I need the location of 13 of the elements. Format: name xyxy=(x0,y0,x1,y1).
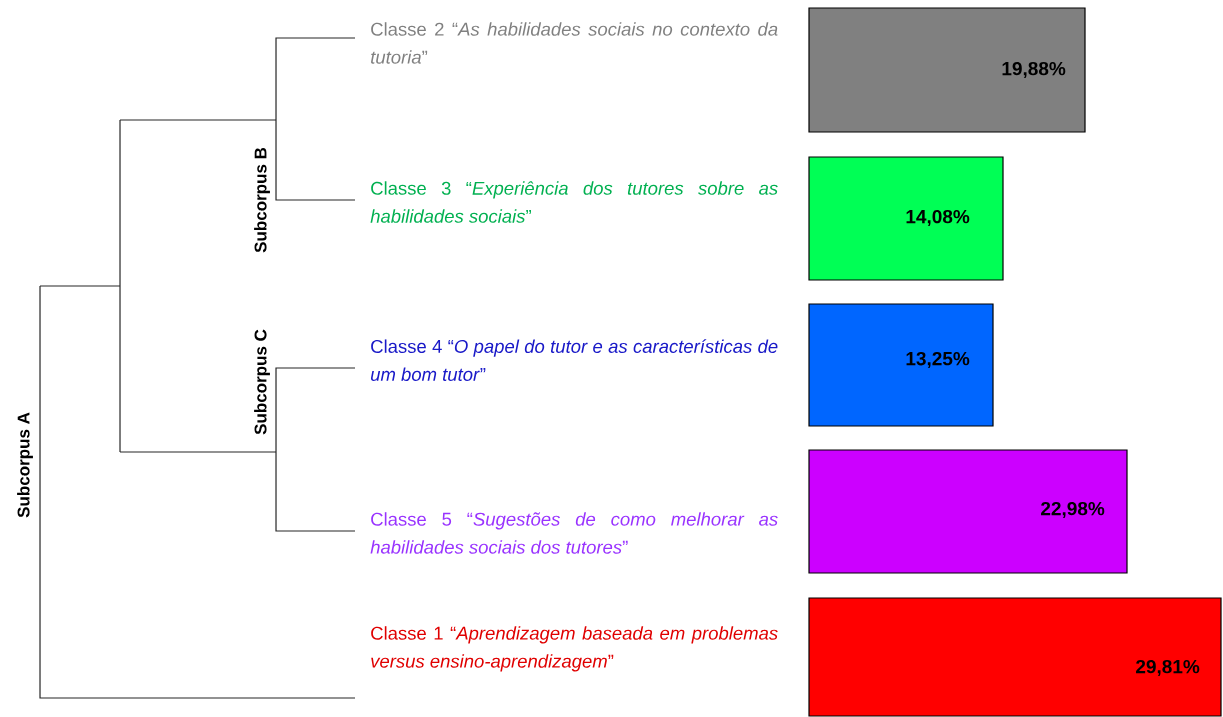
class-label: Classe 4 “O papel do tutor e as características de um bom tutor” xyxy=(371,339,778,381)
subcorpus-label: Subcorpus C xyxy=(254,329,270,435)
subcorpus-label: Subcorpus A xyxy=(17,412,33,518)
class-label: Classe 5 “Sugestões de como melhorar as habilidades sociais dos tutores” xyxy=(370,512,778,554)
bar: 19,88% xyxy=(808,7,1086,133)
bar: 13,25% xyxy=(808,303,994,427)
subcorpus-label: Subcorpus B xyxy=(254,147,270,253)
bar: 14,08% xyxy=(808,156,1004,281)
bar: 22,98% xyxy=(808,449,1128,574)
class-label: Classe 1 “Aprendizagem baseada em problemas versus ensino-aprendizagem” xyxy=(371,626,778,672)
class-label: Classe 2 “As habilidades sociais no contexto da tutoria” xyxy=(371,22,778,64)
class-label: Classe 3 “Experiência dos tutores sobre as habilidades sociais” xyxy=(370,181,778,223)
bar: 29,81% xyxy=(808,597,1222,717)
